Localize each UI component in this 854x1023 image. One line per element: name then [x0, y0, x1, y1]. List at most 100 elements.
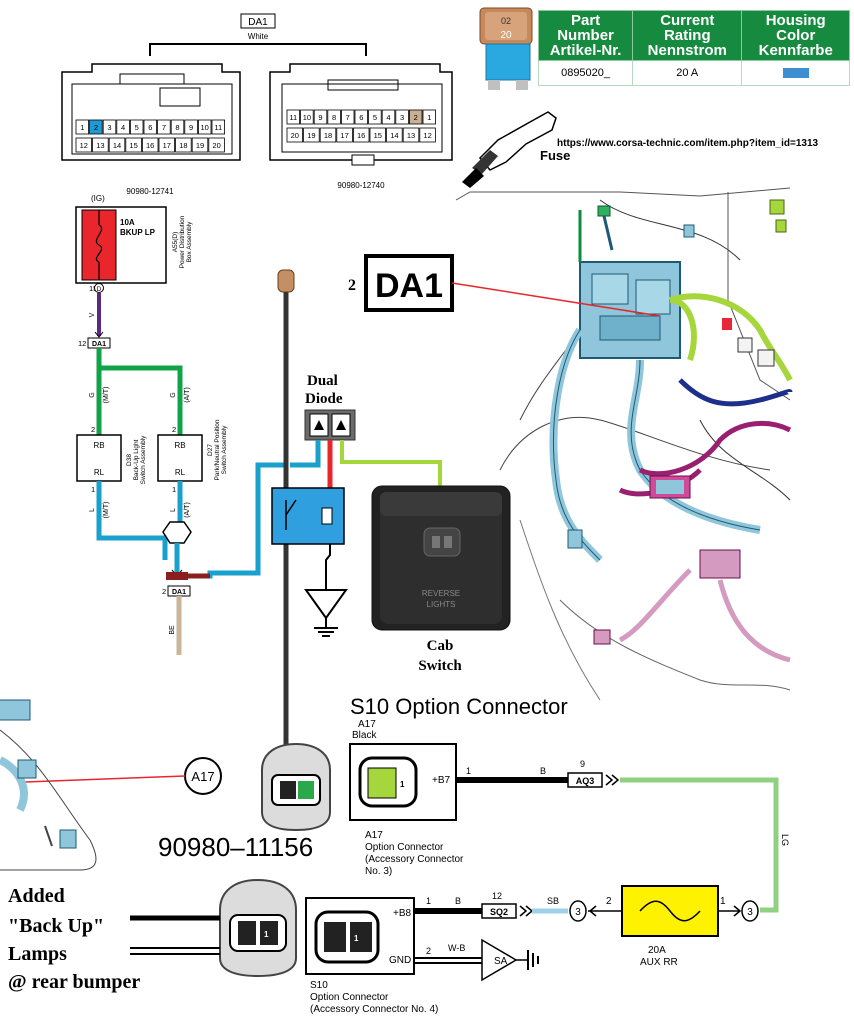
svg-text:1: 1	[80, 123, 84, 132]
connector-pin: 8	[327, 109, 341, 125]
circle-3-right: 3	[747, 907, 753, 918]
pin-15: 15	[89, 284, 97, 293]
svg-text:12: 12	[80, 141, 88, 150]
connector-pin: 5	[129, 119, 144, 135]
svg-text:10: 10	[303, 113, 311, 122]
connector-pin: 9	[184, 119, 198, 135]
connector-pin: 8	[170, 119, 185, 135]
s10-desc-2: Option Connector	[310, 992, 389, 1003]
svg-text:15: 15	[129, 141, 137, 150]
s10-desc-3: (Accessory Connector No. 4)	[310, 1004, 438, 1015]
sq2-pin: 12	[492, 891, 502, 901]
svg-text:20: 20	[212, 141, 220, 150]
svg-text:9: 9	[189, 123, 193, 132]
gnd-label: GND	[389, 955, 411, 966]
s10-pin-label: 1	[354, 934, 359, 943]
left-fuse-name: BKUP LP	[120, 228, 156, 237]
svg-text:7: 7	[162, 123, 166, 132]
connector-pin: 3	[102, 119, 117, 135]
ig-label: (IG)	[91, 194, 105, 203]
added-line-3: Lamps	[8, 943, 67, 965]
bumper-pin-label: 1	[264, 930, 269, 939]
connector-pin: 18	[175, 137, 192, 153]
d38-id: D38	[126, 454, 133, 466]
cell-housing-color	[741, 60, 850, 86]
fuse-pin-2: 2	[606, 896, 612, 907]
box-name-1: Power Distribution	[179, 215, 186, 268]
connector-pin: 2	[89, 119, 103, 135]
left-schematic: (IG) 10A BKUP LP A55(D) Power Distributi…	[75, 194, 286, 655]
svg-text:12: 12	[423, 131, 431, 140]
svg-text:8: 8	[332, 113, 336, 122]
d38-rb: RB	[93, 441, 104, 450]
svg-text:1: 1	[427, 113, 431, 122]
added-line-1: Added	[8, 885, 65, 907]
svg-text:6: 6	[359, 113, 363, 122]
aq3-label: AQ3	[576, 776, 595, 786]
d27-rb: RB	[174, 441, 185, 450]
connector-pin: 1	[422, 109, 437, 125]
svg-text:14: 14	[113, 141, 121, 150]
svg-text:15: 15	[374, 131, 382, 140]
connector-pin: 15	[125, 137, 142, 153]
svg-text:2: 2	[94, 123, 98, 132]
circle-3-left: 3	[575, 907, 581, 918]
left-fuse-amp: 10A	[120, 218, 135, 227]
d27-name-1: Park/Neutral Position	[214, 419, 221, 480]
wire-be: BE	[169, 625, 176, 635]
svg-text:18: 18	[179, 141, 187, 150]
b8-pin: 1	[426, 896, 431, 906]
svg-text:16: 16	[357, 131, 365, 140]
svg-text:20: 20	[291, 131, 299, 140]
aux-fuse-amp: 20A	[648, 945, 666, 956]
connector-pin: 5	[368, 109, 382, 125]
svg-text:8: 8	[175, 123, 179, 132]
svg-text:3: 3	[107, 123, 111, 132]
housing-color-swatch	[782, 68, 809, 79]
connector-pin: 4	[116, 119, 130, 135]
connector-pin: 20	[208, 137, 225, 153]
fuse-url: https://www.corsa-technic.com/item.php?i…	[557, 138, 819, 149]
wire-g-left: G	[89, 392, 96, 397]
svg-text:9: 9	[318, 113, 322, 122]
right-part-number: 90980-12740	[337, 181, 385, 190]
wire-b-top: B	[540, 766, 546, 776]
connector-pin: 17	[158, 137, 176, 153]
connector-pin: 19	[303, 127, 320, 143]
connector-pin: 17	[336, 127, 353, 143]
left-part-number: 90980-12741	[126, 187, 174, 196]
wire-l-left: L	[89, 508, 96, 512]
wire-wb: W-B	[448, 943, 465, 953]
connector-pin: 9	[313, 109, 328, 125]
a17-circle-label: A17	[191, 769, 214, 784]
d27-pin-1: 1	[172, 485, 176, 494]
a17-id: A17	[358, 719, 376, 730]
da1-pin-12: 12	[78, 339, 86, 348]
d27-id: D27	[207, 444, 214, 456]
mt-upper: (M/T)	[103, 387, 110, 404]
svg-text:4: 4	[121, 123, 125, 132]
switch-label: Switch	[418, 658, 462, 674]
fuse-top-value: 02	[501, 16, 511, 26]
wire-b-bottom: B	[455, 896, 461, 906]
switch-text-1: REVERSE	[422, 589, 460, 598]
fuse-label: Fuse	[540, 148, 570, 163]
added-line-4: @ rear bumper	[8, 971, 140, 993]
svg-text:3: 3	[400, 113, 404, 122]
pin-d: D	[97, 286, 102, 293]
svg-text:11: 11	[289, 113, 297, 122]
b8-label: +B8	[393, 908, 412, 919]
svg-text:13: 13	[96, 141, 104, 150]
relay-and-diode: Dual Diode	[271, 269, 442, 760]
added-line-2: "Back Up"	[8, 915, 104, 937]
callout-label: DA1	[375, 267, 443, 305]
connector-pin: 15	[369, 127, 387, 143]
dual-label: Dual	[307, 373, 338, 389]
svg-text:5: 5	[135, 123, 139, 132]
aux-fuse-name: AUX RR	[640, 957, 678, 968]
d38-pin-1: 1	[91, 485, 95, 494]
